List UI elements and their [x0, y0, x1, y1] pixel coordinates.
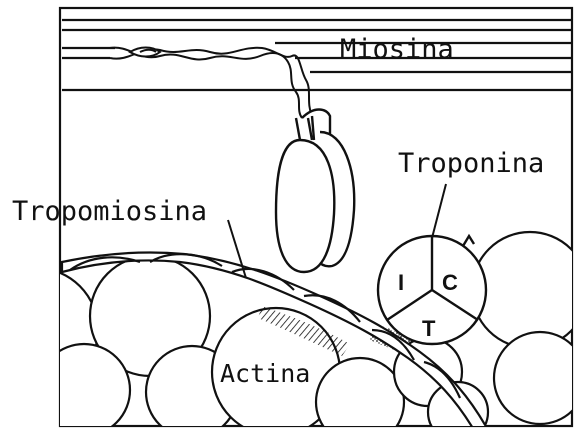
- troponin-label: Troponina: [398, 150, 544, 177]
- myosin-label: Miosina: [340, 36, 454, 63]
- troponin-t-label: T: [422, 318, 435, 340]
- tropomyosin-label: Tropomiosina: [12, 198, 207, 225]
- troponin-leader: [432, 184, 446, 238]
- actin-label: Actina: [220, 361, 310, 386]
- troponin-i-label: I: [398, 272, 404, 294]
- troponin-c-label: C: [442, 272, 458, 294]
- myosin-head: [276, 110, 354, 273]
- myosin-neck: [110, 48, 312, 119]
